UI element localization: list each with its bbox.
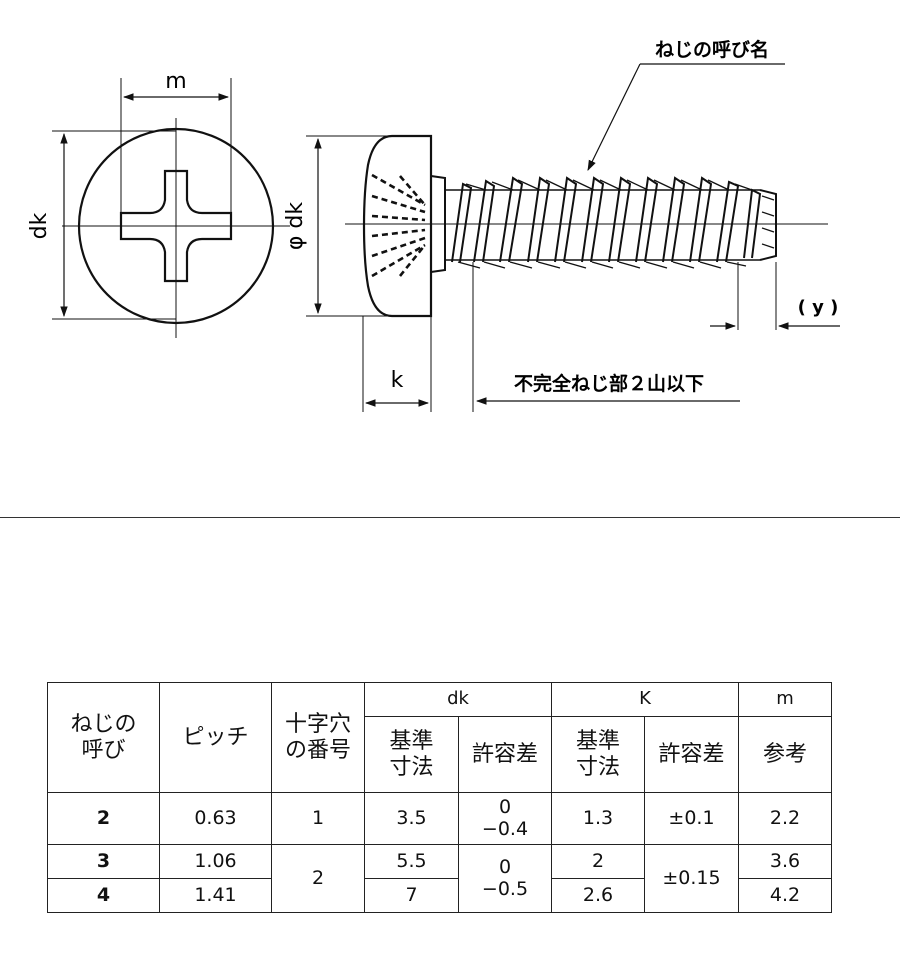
- k-label: k: [391, 368, 404, 393]
- screw-drawing: m dk: [27, 38, 840, 412]
- header-m-ref: 参考: [738, 716, 832, 793]
- cell-m: 4.2: [738, 878, 832, 913]
- header-dk: dk: [364, 682, 552, 717]
- header-cross-recess: 十字穴 の番号: [271, 682, 365, 793]
- pan-head: [362, 134, 433, 318]
- header-nominal: ねじの 呼び: [47, 682, 160, 793]
- thread-name-leader: [587, 63, 641, 171]
- cell-k: 2: [551, 844, 645, 879]
- cell-dk: 7: [364, 878, 459, 913]
- cell-k-tol: ±0.15: [644, 844, 739, 913]
- section-divider: [0, 517, 900, 518]
- header-k: K: [551, 682, 739, 717]
- header-k-basic: 基準 寸法: [551, 716, 645, 793]
- cell-m: 3.6: [738, 844, 832, 879]
- cross-recess-icon: [119, 169, 233, 283]
- thread-name-label: ねじの呼び名: [655, 38, 769, 61]
- header-dk-basic: 基準 寸法: [364, 716, 459, 793]
- spec-table: ねじの 呼び ピッチ 十字穴 の番号 dk K m 基準 寸法 許容差 基準 寸…: [47, 682, 832, 913]
- table-row: 4 1.41 7 2.6 4.2: [47, 878, 832, 913]
- cell-nominal: 4: [47, 878, 160, 913]
- cell-cross: 1: [271, 792, 365, 845]
- header-dk-tol: 許容差: [458, 716, 552, 793]
- header-pitch: ピッチ: [159, 682, 272, 793]
- phi-dk-label: φ dk: [283, 202, 308, 250]
- cell-k: 2.6: [551, 878, 645, 913]
- table-row: 2 0.63 1 3.5 0 −0.4 1.3 ±0.1 2.2: [47, 792, 832, 845]
- cell-dk-tol: 0 −0.4: [458, 792, 552, 845]
- cell-pitch: 0.63: [159, 792, 272, 845]
- cell-pitch: 1.06: [159, 844, 272, 879]
- cell-dk-tol: 0 −0.5: [458, 844, 552, 913]
- header-k-tol: 許容差: [644, 716, 739, 793]
- y-label: ( y ): [798, 297, 839, 318]
- incomplete-thread-label: 不完全ねじ部２山以下: [514, 372, 704, 395]
- cell-m: 2.2: [738, 792, 832, 845]
- cell-pitch: 1.41: [159, 878, 272, 913]
- head-top-view: [52, 78, 290, 338]
- screw-side-view: [306, 63, 840, 412]
- cell-dk: 5.5: [364, 844, 459, 879]
- cell-dk: 3.5: [364, 792, 459, 845]
- dk-label: dk: [27, 212, 52, 239]
- cell-cross: 2: [271, 844, 365, 913]
- cell-nominal: 2: [47, 792, 160, 845]
- cell-k-tol: ±0.1: [644, 792, 739, 845]
- table-row: 3 1.06 2 5.5 0 −0.5 2 ±0.15 3.6: [47, 844, 832, 913]
- cell-nominal: 3: [47, 844, 160, 879]
- header-m: m: [738, 682, 832, 717]
- m-label: m: [165, 69, 186, 94]
- cell-k: 1.3: [551, 792, 645, 845]
